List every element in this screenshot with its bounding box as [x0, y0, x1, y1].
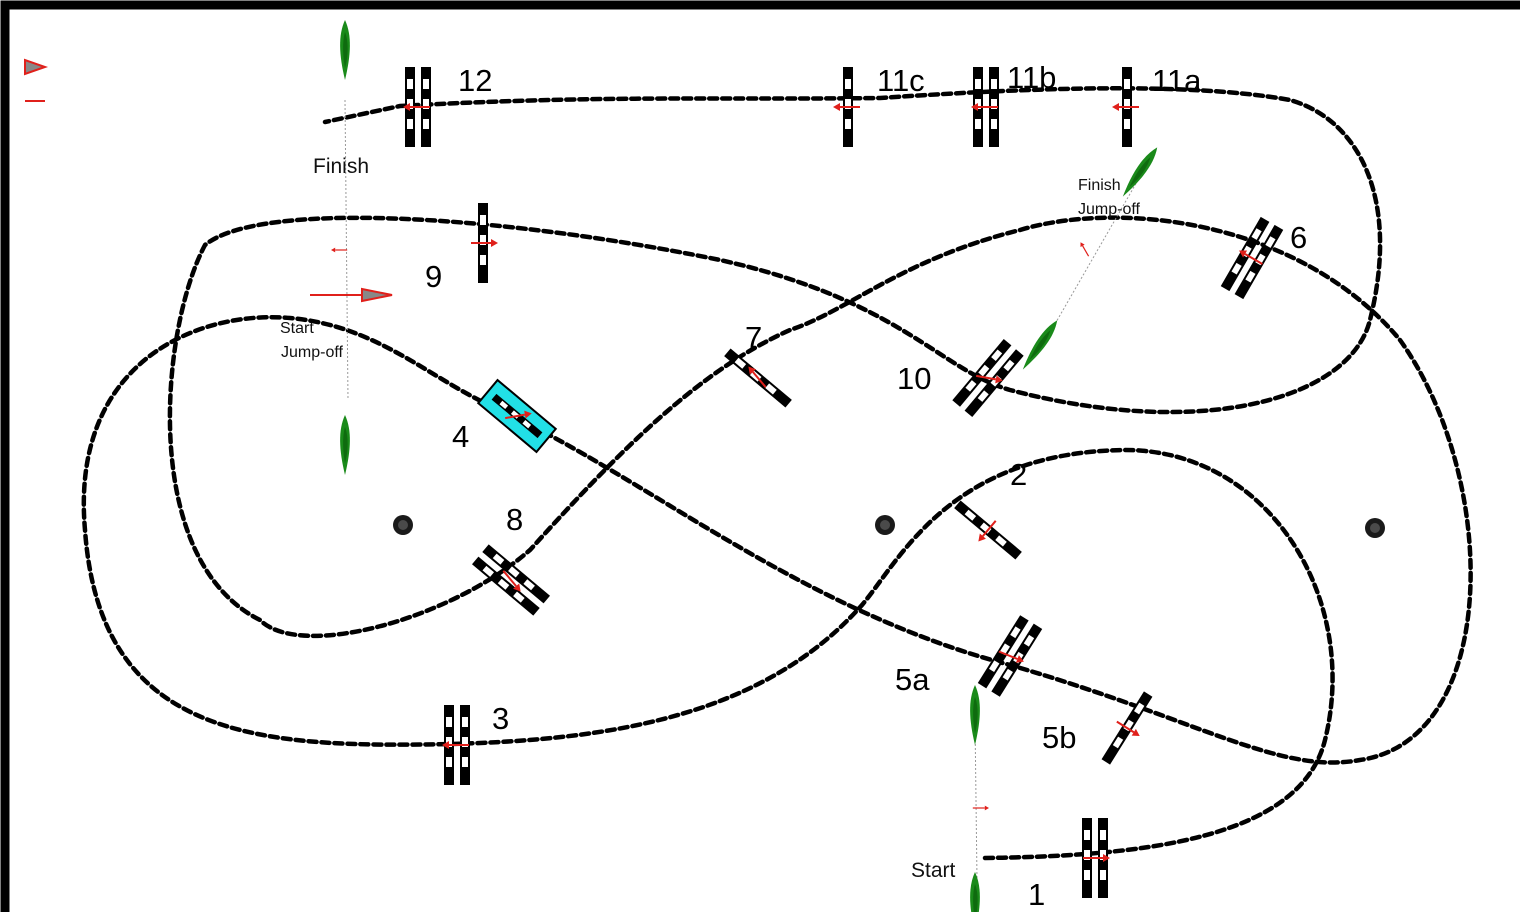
- finish-label: Finish: [313, 155, 369, 178]
- flag-icon: [340, 415, 350, 475]
- jump-6[interactable]: [1219, 216, 1284, 300]
- jump-3[interactable]: [441, 705, 470, 785]
- finish-jumpoff-label-line2: Jump-off: [1078, 201, 1141, 218]
- jump-label-12: 12: [458, 63, 492, 98]
- jump-label-7: 7: [745, 320, 762, 355]
- jump-label-9: 9: [425, 259, 442, 294]
- jump-8[interactable]: [472, 544, 550, 616]
- direction-arrow: [972, 804, 990, 812]
- course-path: [81, 86, 1473, 861]
- jump-label-11a: 11a: [1152, 63, 1202, 98]
- direction-arrow: [1077, 240, 1092, 259]
- jump-label-8: 8: [506, 502, 523, 537]
- direction-arrow: [330, 247, 348, 253]
- jump-9[interactable]: [470, 203, 499, 283]
- tree-icon: [875, 515, 895, 535]
- jump-label-3: 3: [492, 701, 509, 736]
- jump-label-5b: 5b: [1042, 720, 1076, 755]
- jump-7[interactable]: [723, 347, 792, 408]
- jump-11b[interactable]: [970, 67, 999, 147]
- direction-arrow: [310, 287, 393, 303]
- jump-label-11b: 11b: [1007, 60, 1056, 95]
- flag-icon: [340, 20, 350, 80]
- start-jumpoff-label-line2: Jump-off: [281, 344, 344, 361]
- start-label: Start: [911, 859, 956, 882]
- jump-label-4: 4: [452, 419, 469, 454]
- jump-2[interactable]: [948, 495, 1027, 567]
- flag-icon: [970, 685, 980, 745]
- start-line: [974, 719, 978, 881]
- jump-label-2: 2: [1010, 457, 1027, 492]
- jump-4[interactable]: [476, 378, 558, 454]
- jump-1[interactable]: [1082, 818, 1111, 898]
- jump-10[interactable]: [952, 339, 1025, 418]
- jump-label-11c: 11c: [877, 63, 925, 98]
- tree-icon: [393, 515, 413, 535]
- jump-label-6: 6: [1290, 220, 1307, 255]
- jump-12[interactable]: [402, 67, 431, 147]
- jump-11a[interactable]: [1111, 67, 1140, 147]
- jump-label-10: 10: [897, 361, 931, 396]
- jump-11c[interactable]: [832, 67, 861, 147]
- finish-jumpoff-label-line1: Finish: [1078, 177, 1121, 194]
- flag-icon: [1018, 317, 1062, 373]
- jump-label-5a: 5a: [895, 662, 930, 697]
- tree-icon: [1365, 518, 1385, 538]
- triangle-arrow-icon: [24, 58, 49, 76]
- start-jumpoff-label-line1: Start: [280, 320, 314, 337]
- jump-5b[interactable]: [1096, 688, 1161, 770]
- jump-label-1: 1: [1028, 877, 1045, 912]
- flag-icon: [970, 872, 980, 912]
- finish-jumpoff-line: [1039, 179, 1139, 351]
- flag-icon: [1118, 144, 1162, 200]
